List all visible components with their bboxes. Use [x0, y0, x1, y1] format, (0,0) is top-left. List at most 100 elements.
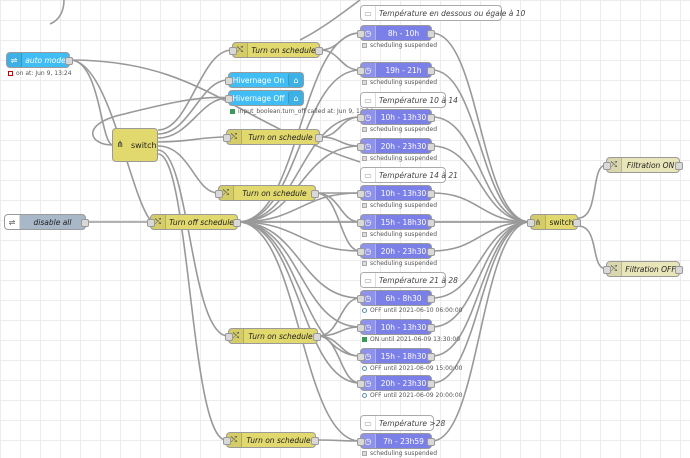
- output-port[interactable]: [427, 143, 435, 151]
- status-dot-icon: [362, 203, 367, 208]
- schedule-status: scheduling suspended: [362, 79, 437, 86]
- switch-main-label: switch: [131, 140, 157, 150]
- output-port[interactable]: [573, 219, 581, 227]
- input-port[interactable]: [357, 353, 365, 361]
- output-port[interactable]: [675, 162, 683, 170]
- schedule-node[interactable]: ◷6h - 8h30: [357, 290, 435, 306]
- turn-on-schedule-node-5[interactable]: ⤭ Turn on schedule: [223, 432, 319, 448]
- output-port[interactable]: [427, 67, 435, 75]
- schedule-node[interactable]: ◷20h - 23h30: [357, 243, 435, 259]
- output-port[interactable]: [427, 438, 435, 446]
- output-port[interactable]: [427, 219, 435, 227]
- input-port[interactable]: [357, 248, 365, 256]
- schedule-status: scheduling suspended: [362, 450, 437, 457]
- schedule-node[interactable]: ◷19h - 21h: [357, 62, 435, 78]
- input-port[interactable]: [357, 438, 365, 446]
- schedule-status: scheduling suspended: [362, 202, 437, 209]
- input-port[interactable]: [357, 143, 365, 151]
- input-port[interactable]: [223, 437, 231, 445]
- disable-all-node[interactable]: ⇌ disable all: [4, 214, 89, 230]
- hivernage-off-node[interactable]: Hivernage Off ⌂: [225, 90, 304, 106]
- input-port[interactable]: [603, 266, 611, 274]
- comment-temp-21-28[interactable]: ▭ Température 21 à 28: [360, 272, 458, 288]
- input-port[interactable]: [147, 219, 155, 227]
- switch-main-node[interactable]: ⋔ switch: [112, 128, 158, 162]
- output-port[interactable]: [311, 190, 319, 198]
- input-port[interactable]: [603, 162, 611, 170]
- turn-off-schedule-node[interactable]: ⤭ Turn off schedule: [147, 214, 241, 230]
- input-port[interactable]: [225, 95, 233, 103]
- schedule-node[interactable]: ◷10h - 13h30: [357, 185, 435, 201]
- schedule-node[interactable]: ◷10h - 13h30: [357, 319, 435, 335]
- schedule-status: scheduling suspended: [362, 260, 437, 267]
- output-port[interactable]: [427, 190, 435, 198]
- hivernage-on-node[interactable]: Hivernage On ⌂: [225, 72, 304, 88]
- schedule-status: scheduling suspended: [362, 42, 437, 49]
- schedule-node[interactable]: ◷15h - 18h30: [357, 348, 435, 364]
- status-dot-icon: [230, 109, 235, 114]
- schedule-status: ON until 2021-06-09 13:30:00: [362, 336, 460, 343]
- comment-icon: ▭: [361, 6, 376, 20]
- turn-on-schedule-node-3[interactable]: ⤭ Turn on schedule: [215, 185, 319, 201]
- status-dot-icon: [362, 232, 367, 237]
- input-port[interactable]: [225, 333, 233, 341]
- input-port[interactable]: [357, 324, 365, 332]
- auto-mode-output-port[interactable]: [65, 57, 73, 65]
- comment-icon: ▭: [361, 168, 376, 182]
- input-port[interactable]: [229, 47, 237, 55]
- turn-on-schedule-node-4[interactable]: ⤭ Turn on schedule: [225, 328, 321, 344]
- input-port[interactable]: [357, 219, 365, 227]
- disable-all-output-port[interactable]: [81, 219, 89, 227]
- comment-temp-10-14[interactable]: ▭ Température 10 à 14: [360, 92, 458, 108]
- output-port[interactable]: [675, 266, 683, 274]
- schedule-status: scheduling suspended: [362, 126, 437, 133]
- output-port[interactable]: [311, 437, 319, 445]
- status-dot-icon: [362, 43, 367, 48]
- output-port[interactable]: [315, 134, 323, 142]
- output-port[interactable]: [427, 114, 435, 122]
- auto-mode-node[interactable]: ⇌ auto mode: [6, 52, 73, 68]
- input-port[interactable]: [357, 67, 365, 75]
- auto-mode-status: on at: Jun 9, 13:24: [8, 70, 72, 77]
- switch-icon: ⋔: [116, 140, 124, 150]
- input-port[interactable]: [527, 219, 535, 227]
- input-port[interactable]: [357, 295, 365, 303]
- status-dot-icon: [362, 451, 367, 456]
- schedule-status: OFF until 2021-06-10 06:00:00: [362, 307, 462, 314]
- output-port[interactable]: [233, 219, 241, 227]
- schedule-node[interactable]: ◷20h - 23h30: [357, 138, 435, 154]
- disable-all-label: disable all: [33, 217, 72, 227]
- input-port[interactable]: [357, 30, 365, 38]
- filtration-off-node[interactable]: ⤭ Filtration OFF: [603, 261, 683, 277]
- schedule-node[interactable]: ◷8h - 10h: [357, 25, 435, 41]
- output-port[interactable]: [427, 295, 435, 303]
- input-port[interactable]: [357, 380, 365, 388]
- comment-temp-14-21[interactable]: ▭ Température 14 à 21: [360, 167, 458, 183]
- turn-on-schedule-node-1[interactable]: ⤭ Turn on schedule: [229, 42, 323, 58]
- input-port[interactable]: [357, 190, 365, 198]
- switch-output-node[interactable]: ⋔ switch: [527, 214, 581, 230]
- status-dot-icon: [362, 261, 367, 266]
- home-assistant-icon: ⌂: [288, 73, 303, 87]
- filtration-on-node[interactable]: ⤭ Filtration ON: [603, 157, 683, 173]
- output-port[interactable]: [315, 47, 323, 55]
- output-port[interactable]: [313, 333, 321, 341]
- comment-icon: ▭: [361, 273, 376, 287]
- output-port[interactable]: [427, 248, 435, 256]
- schedule-node[interactable]: ◷15h - 18h30: [357, 214, 435, 230]
- input-port[interactable]: [357, 114, 365, 122]
- comment-temp-28[interactable]: ▭ Température >28: [360, 415, 445, 431]
- schedule-node[interactable]: ◷7h - 23h59: [357, 433, 435, 449]
- input-port[interactable]: [215, 190, 223, 198]
- turn-on-schedule-node-2[interactable]: ⤭ Turn on schedule: [223, 129, 323, 145]
- output-port[interactable]: [427, 380, 435, 388]
- comment-icon: ▭: [361, 416, 376, 430]
- schedule-node[interactable]: ◷20h - 23h30: [357, 375, 435, 391]
- output-port[interactable]: [427, 30, 435, 38]
- input-port[interactable]: [225, 77, 233, 85]
- input-port[interactable]: [223, 134, 231, 142]
- schedule-node[interactable]: ◷10h - 13h30: [357, 109, 435, 125]
- output-port[interactable]: [427, 324, 435, 332]
- output-port[interactable]: [427, 353, 435, 361]
- comment-temp-10[interactable]: ▭ Température en dessous ou égale à 10: [360, 5, 525, 21]
